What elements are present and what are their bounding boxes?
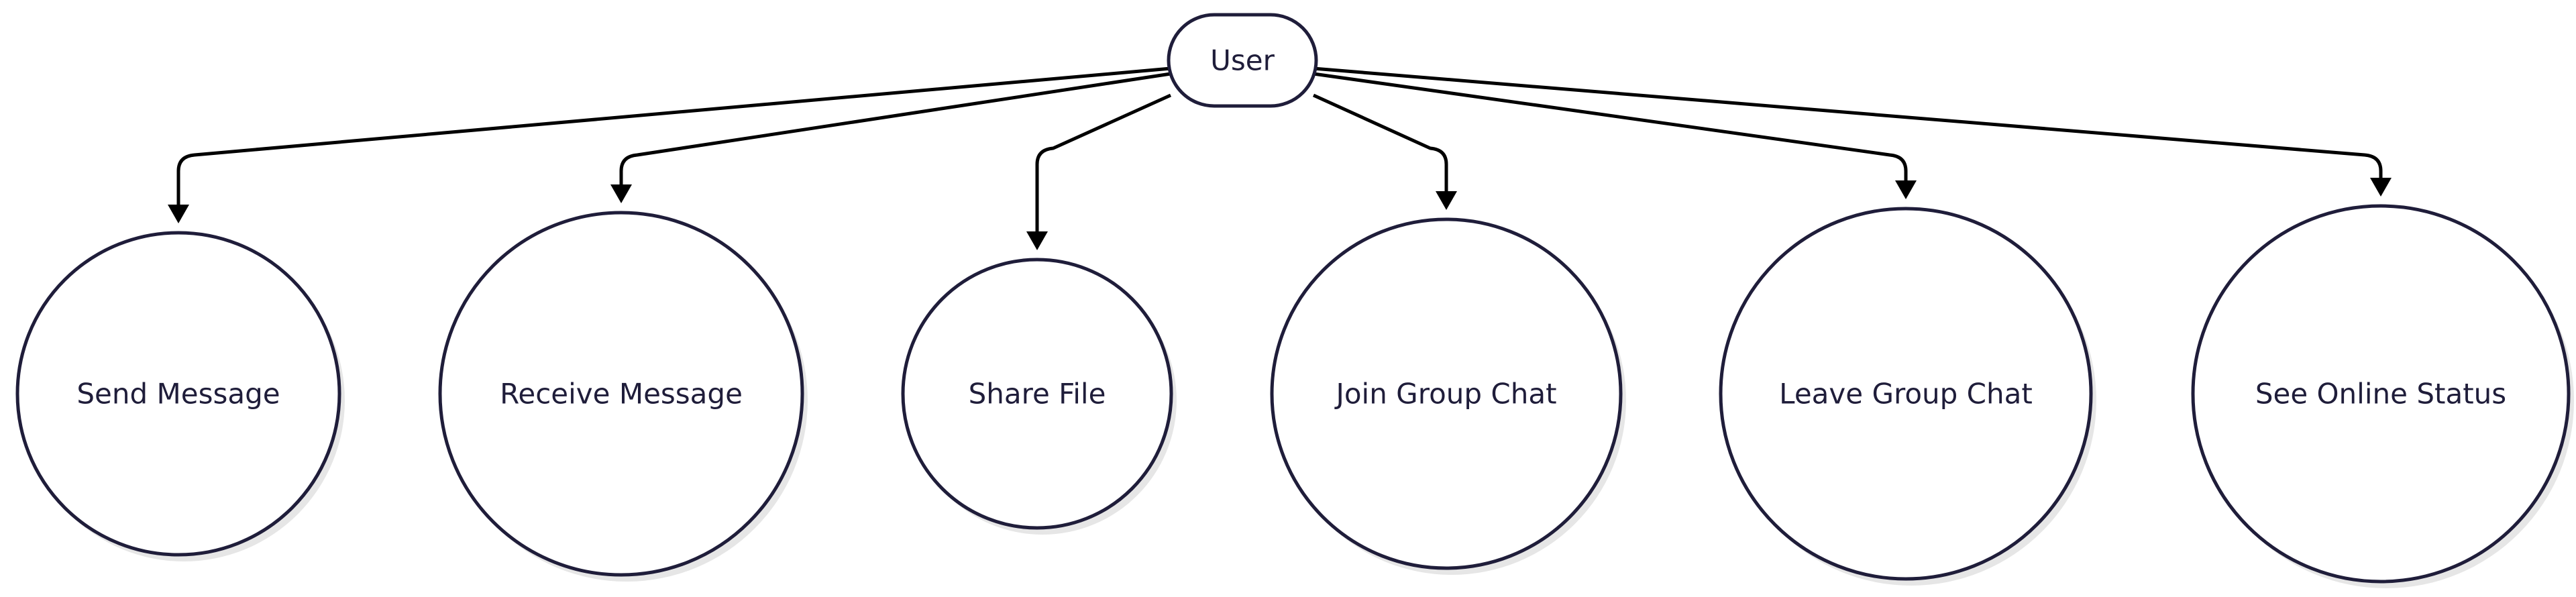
arrowhead-send-message xyxy=(168,205,189,223)
use-case-share-file-label: Share File xyxy=(969,378,1106,411)
edge-user-to-see-online-status xyxy=(1313,66,2383,178)
use-case-share-file-circle xyxy=(901,258,1173,530)
use-case-send-message-circle xyxy=(15,231,341,557)
edge-user-to-leave-group-chat xyxy=(1313,72,1908,180)
user-node-label: User xyxy=(1210,44,1275,77)
use-case-leave-group-chat-label: Leave Group Chat xyxy=(1779,378,2033,411)
edge-user-to-share-file xyxy=(1035,93,1172,231)
use-case-send-message-label: Send Message xyxy=(76,378,280,411)
use-case-receive-message[interactable]: Receive Message xyxy=(438,211,808,582)
edge-user-to-receive-message xyxy=(619,72,1171,184)
use-case-join-group-chat[interactable]: Join Group Chat xyxy=(1270,217,1626,575)
user-actor-node[interactable]: User xyxy=(1167,13,1318,108)
use-case-join-group-chat-label: Join Group Chat xyxy=(1334,378,1556,411)
use-case-receive-message-circle xyxy=(438,211,804,577)
arrowhead-leave-group-chat xyxy=(1895,180,1917,199)
use-case-join-group-chat-circle xyxy=(1270,217,1623,570)
arrowhead-join-group-chat xyxy=(1436,191,1457,210)
use-case-see-online-status-circle xyxy=(2191,204,2571,584)
use-case-leave-group-chat-circle xyxy=(1719,207,2093,581)
use-case-leave-group-chat[interactable]: Leave Group Chat xyxy=(1719,207,2096,586)
arrowhead-share-file xyxy=(1026,231,1048,250)
use-case-share-file[interactable]: Share File xyxy=(901,258,1177,535)
arrowhead-receive-message xyxy=(610,184,632,203)
use-case-receive-message-label: Receive Message xyxy=(500,378,743,411)
use-case-send-message[interactable]: Send Message xyxy=(15,231,345,561)
edge-user-to-send-message xyxy=(176,66,1171,205)
use-case-see-online-status-label: See Online Status xyxy=(2255,378,2506,411)
edge-user-to-join-group-chat xyxy=(1312,93,1448,191)
use-case-see-online-status[interactable]: See Online Status xyxy=(2191,204,2574,588)
edges-layer xyxy=(168,66,2392,250)
user-node-shape xyxy=(1167,13,1318,108)
arrowhead-see-online-status xyxy=(2370,178,2392,197)
